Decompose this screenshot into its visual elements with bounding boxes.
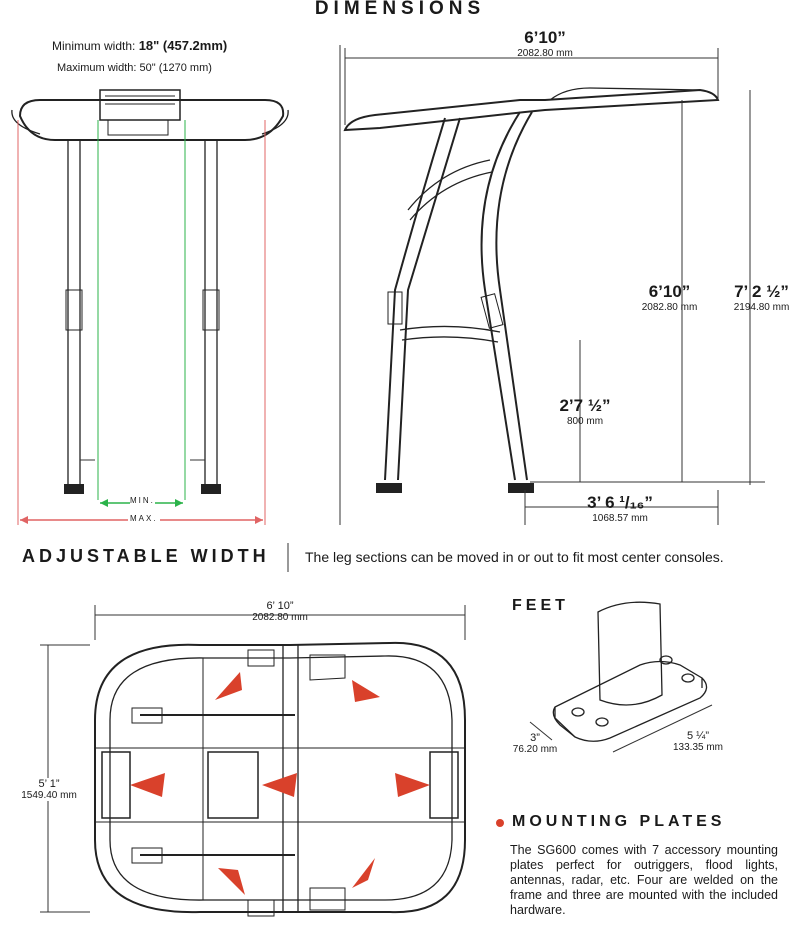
- top-view-width-metric: 1549.40 mm: [21, 790, 77, 801]
- top-view-red-arrows: [130, 672, 430, 895]
- top-length-imperial: 6’10”: [524, 28, 566, 47]
- min-width-value: 18" (457.2mm): [138, 38, 228, 53]
- base-depth-dim: 3’ 6 ¹/₁₆” 1068.57 mm: [555, 493, 685, 524]
- min-guides: [97, 120, 186, 507]
- top-dimension-lines: [40, 605, 466, 913]
- foot-depth-dim: 3” 76.20 mm: [500, 732, 570, 755]
- mounting-description: The SG600 comes with 7 accessory mountin…: [510, 843, 778, 917]
- max-width-label: Maximum width:: [57, 62, 140, 74]
- feet-title: FEET: [512, 597, 569, 614]
- base-depth-metric: 1068.57 mm: [592, 513, 648, 524]
- lower-height-imperial: 2’7 ½”: [559, 396, 611, 415]
- page-title: DIMENSIONS: [314, 0, 486, 19]
- adjustable-description: The leg sections can be moved in or out …: [305, 549, 724, 565]
- front-view-tower: [11, 89, 289, 494]
- side-dimension-lines: [344, 48, 765, 525]
- top-length-dim: 6’10” 2082.80 mm: [480, 28, 610, 59]
- foot-drawing: [529, 601, 713, 753]
- top-view-width-imperial: 5’ 1”: [38, 778, 60, 790]
- top-view-length-metric: 2082.80 mm: [252, 612, 308, 623]
- top-view-width-dim: 5’ 1” 1549.40 mm: [10, 778, 88, 801]
- mounting-title: MOUNTING PLATES: [512, 813, 726, 830]
- foot-depth-imperial: 3”: [530, 732, 540, 744]
- top-view-length-imperial: 6’ 10”: [266, 600, 294, 612]
- max-guides: [17, 120, 266, 525]
- base-depth-imperial: 3’ 6 ¹/₁₆”: [587, 493, 653, 512]
- inner-height-dim: 6’10” 2082.80 mm: [622, 282, 717, 313]
- foot-length-metric: 133.35 mm: [672, 742, 724, 753]
- top-view-tower: [94, 641, 466, 917]
- min-tag: MIN.: [130, 496, 155, 505]
- top-view-length-dim: 6’ 10” 2082.80 mm: [230, 600, 330, 623]
- foot-depth-metric: 76.20 mm: [512, 744, 558, 755]
- inner-height-imperial: 6’10”: [648, 282, 691, 301]
- adjustable-title: ADJUSTABLE WIDTH: [22, 546, 270, 566]
- foot-length-imperial: 5 ¼”: [686, 730, 709, 742]
- inner-height-metric: 2082.80 mm: [641, 302, 698, 313]
- overall-height-dim: 7’ 2 ½” 2194.80 mm: [723, 282, 800, 313]
- overall-height-metric: 2194.80 mm: [733, 302, 790, 313]
- top-length-metric: 2082.80 mm: [517, 48, 573, 59]
- max-width-value: 50" (1270 mm): [139, 62, 212, 74]
- overall-height-imperial: 7’ 2 ½”: [734, 282, 789, 301]
- max-tag: MAX.: [130, 514, 158, 523]
- min-width-label: Minimum width:: [52, 39, 139, 53]
- mounting-bullet: [496, 819, 504, 827]
- lower-height-dim: 2’7 ½” 800 mm: [535, 396, 635, 427]
- foot-length-dim: 5 ¼” 133.35 mm: [658, 730, 738, 753]
- lower-height-metric: 800 mm: [566, 416, 604, 427]
- max-width-text: Maximum width: 50" (1270 mm): [57, 62, 287, 74]
- min-width-text: Minimum width: 18" (457.2mm): [52, 38, 282, 53]
